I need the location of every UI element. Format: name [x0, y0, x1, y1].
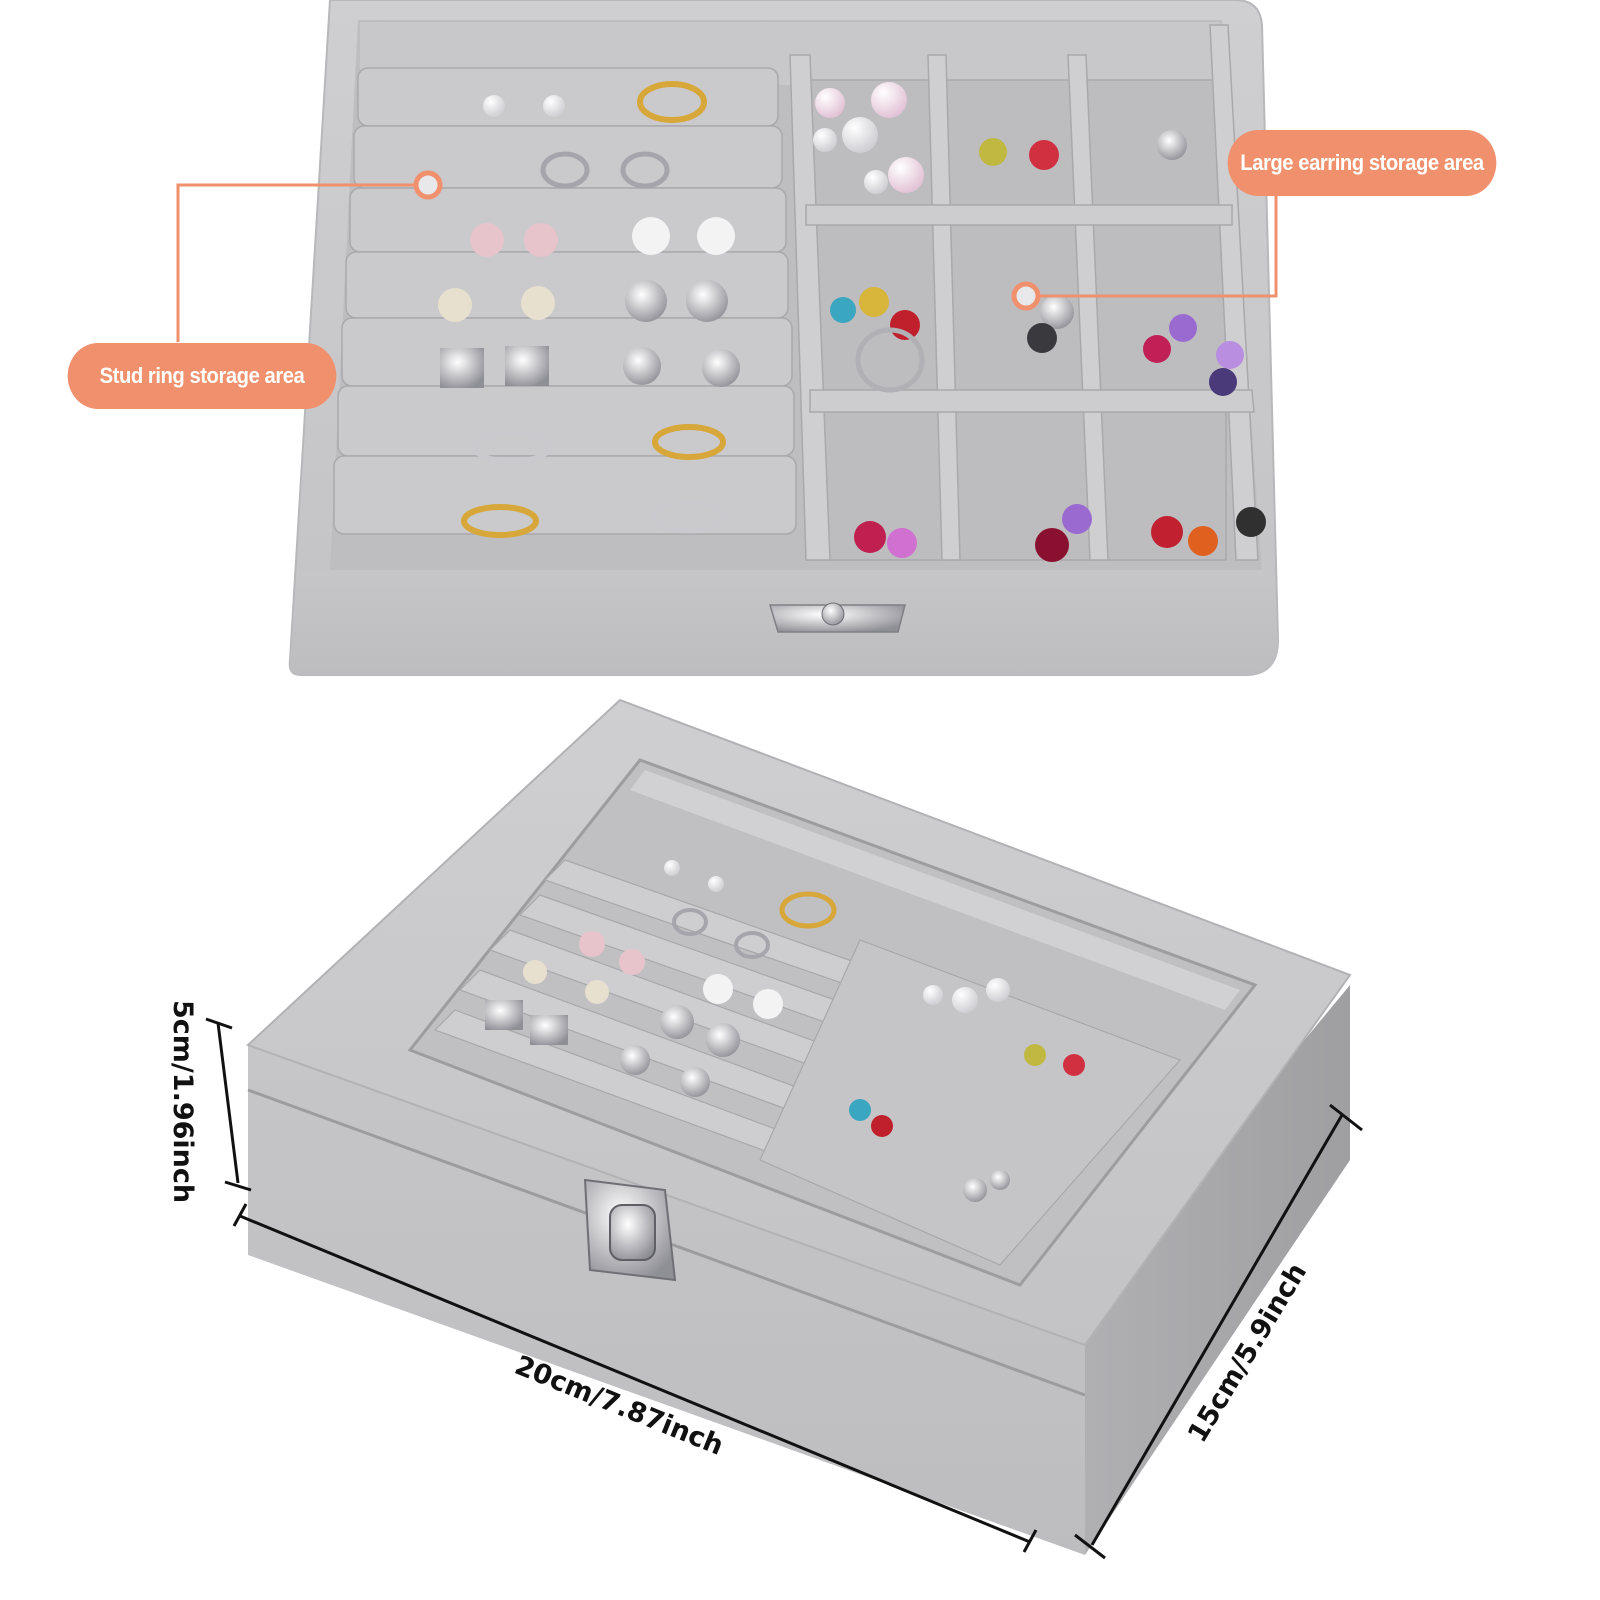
callout-label: Large earring storage area	[1240, 150, 1484, 175]
callout-lines	[176, 183, 1278, 342]
dimension-height-label: 5cm/1.96inch	[167, 1000, 198, 1204]
dimension-lines	[205, 1017, 1363, 1560]
earring-compartments	[789, 24, 1259, 561]
earring-items	[813, 82, 1266, 562]
tray-clasp	[768, 602, 906, 633]
callout-label: Stud ring storage area	[99, 363, 305, 388]
callout-large-earring-storage: Large earring storage area	[1227, 130, 1497, 196]
callout-stud-ring-storage: Stud ring storage area	[67, 343, 337, 409]
box-jewelry	[485, 860, 1085, 1202]
jewelry-items	[438, 81, 740, 538]
box-latch	[583, 1178, 677, 1282]
callout-dots	[413, 170, 1041, 311]
top-tray	[288, 0, 1280, 676]
bottom-box	[246, 698, 1352, 1555]
